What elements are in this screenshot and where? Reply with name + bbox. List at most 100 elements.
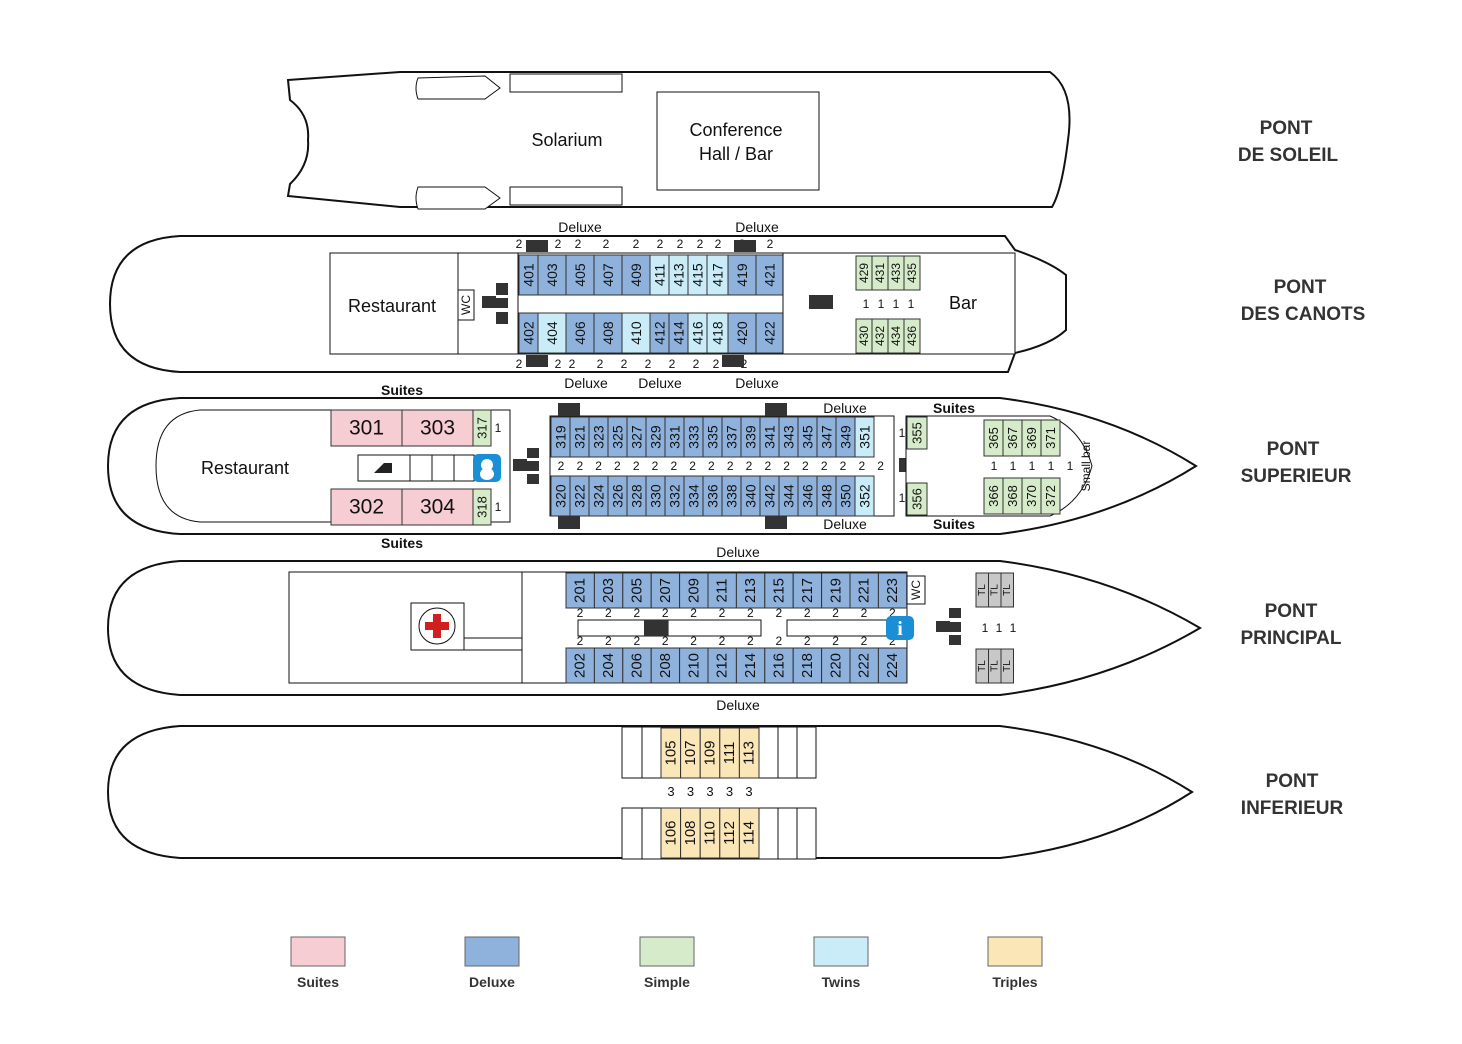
cabin-402[interactable]: 402	[518, 312, 539, 354]
cabin-108[interactable]: 108	[680, 807, 701, 859]
cabin-106[interactable]: 106	[660, 807, 682, 859]
cabin-206[interactable]: 206	[622, 647, 652, 684]
cabin-401[interactable]: 401	[518, 254, 539, 296]
cabin-216[interactable]: 216	[764, 647, 794, 684]
cabin-111[interactable]: 111	[719, 727, 740, 779]
cabin-304[interactable]: 304	[401, 488, 474, 526]
cabin-343[interactable]: 343	[778, 416, 799, 458]
cabin-350[interactable]: 350	[835, 475, 856, 517]
cabin-341[interactable]: 341	[759, 416, 780, 458]
cabin-429[interactable]: 429	[855, 255, 873, 291]
cabin-205[interactable]: 205	[622, 572, 652, 609]
cabin-203[interactable]: 203	[593, 572, 624, 609]
cabin-421[interactable]: 421	[755, 254, 784, 296]
cabin-436[interactable]: 436	[903, 318, 921, 354]
cabin-322[interactable]: 322	[569, 475, 590, 517]
cabin-215[interactable]: 215	[764, 572, 794, 609]
cabin-301[interactable]: 301	[330, 409, 403, 447]
cabin-218[interactable]: 218	[792, 647, 823, 684]
cabin-201[interactable]: 201	[565, 572, 595, 609]
cabin-202[interactable]: 202	[565, 647, 595, 684]
cabin-tl[interactable]: TL	[1000, 572, 1014, 608]
cabin-207[interactable]: 207	[650, 572, 681, 609]
cabin-366[interactable]: 366	[983, 477, 1004, 515]
cabin-404[interactable]: 404	[537, 312, 567, 354]
cabin-419[interactable]: 419	[727, 254, 757, 296]
cabin-105[interactable]: 105	[660, 727, 682, 779]
cabin-339[interactable]: 339	[740, 416, 761, 458]
cabin-406[interactable]: 406	[565, 312, 595, 354]
cabin-tl[interactable]: TL	[975, 572, 989, 608]
cabin-342[interactable]: 342	[759, 475, 780, 517]
cabin-420[interactable]: 420	[727, 312, 757, 354]
cabin-416[interactable]: 416	[687, 312, 708, 354]
cabin-348[interactable]: 348	[816, 475, 837, 517]
cabin-tl[interactable]: TL	[975, 648, 989, 684]
cabin-367[interactable]: 367	[1002, 419, 1023, 457]
cabin-114[interactable]: 114	[738, 807, 760, 859]
cabin-369[interactable]: 369	[1021, 419, 1042, 457]
cabin-351[interactable]: 351	[854, 416, 875, 458]
cabin-321[interactable]: 321	[569, 416, 590, 458]
cabin-tl[interactable]: TL	[988, 648, 1002, 684]
cabin-319[interactable]: 319	[550, 416, 571, 458]
cabin-344[interactable]: 344	[778, 475, 799, 517]
cabin-356[interactable]: 356	[906, 482, 928, 516]
cabin-208[interactable]: 208	[650, 647, 681, 684]
cabin-415[interactable]: 415	[687, 254, 708, 296]
cabin-407[interactable]: 407	[593, 254, 623, 296]
cabin-tl[interactable]: TL	[988, 572, 1002, 608]
cabin-430[interactable]: 430	[855, 318, 873, 354]
cabin-349[interactable]: 349	[835, 416, 856, 458]
cabin-371[interactable]: 371	[1040, 419, 1061, 457]
cabin-334[interactable]: 334	[683, 475, 704, 517]
cabin-219[interactable]: 219	[821, 572, 851, 609]
cabin-302[interactable]: 302	[330, 488, 403, 526]
cabin-320[interactable]: 320	[550, 475, 571, 517]
cabin-418[interactable]: 418	[706, 312, 729, 354]
cabin-112[interactable]: 112	[719, 807, 740, 859]
cabin-435[interactable]: 435	[903, 255, 921, 291]
cabin-323[interactable]: 323	[588, 416, 609, 458]
cabin-347[interactable]: 347	[816, 416, 837, 458]
cabin-346[interactable]: 346	[797, 475, 818, 517]
cabin-370[interactable]: 370	[1021, 477, 1042, 515]
cabin-417[interactable]: 417	[706, 254, 729, 296]
cabin-110[interactable]: 110	[699, 807, 721, 859]
cabin-414[interactable]: 414	[668, 312, 689, 354]
cabin-365[interactable]: 365	[983, 419, 1004, 457]
cabin-403[interactable]: 403	[537, 254, 567, 296]
cabin-324[interactable]: 324	[588, 475, 609, 517]
cabin-326[interactable]: 326	[607, 475, 628, 517]
cabin-213[interactable]: 213	[735, 572, 766, 609]
cabin-340[interactable]: 340	[740, 475, 761, 517]
cabin-372[interactable]: 372	[1040, 477, 1061, 515]
cabin-413[interactable]: 413	[668, 254, 689, 296]
cabin-210[interactable]: 210	[679, 647, 709, 684]
cabin-222[interactable]: 222	[849, 647, 879, 684]
cabin-328[interactable]: 328	[626, 475, 647, 517]
cabin-107[interactable]: 107	[680, 727, 701, 779]
cabin-422[interactable]: 422	[755, 312, 784, 354]
cabin-327[interactable]: 327	[626, 416, 647, 458]
cabin-405[interactable]: 405	[565, 254, 595, 296]
cabin-333[interactable]: 333	[683, 416, 704, 458]
cabin-331[interactable]: 331	[664, 416, 685, 458]
cabin-330[interactable]: 330	[645, 475, 666, 517]
cabin-345[interactable]: 345	[797, 416, 818, 458]
cabin-109[interactable]: 109	[699, 727, 721, 779]
cabin-tl[interactable]: TL	[1000, 648, 1014, 684]
cabin-332[interactable]: 332	[664, 475, 685, 517]
cabin-432[interactable]: 432	[871, 318, 889, 354]
cabin-303[interactable]: 303	[401, 409, 474, 447]
cabin-329[interactable]: 329	[645, 416, 666, 458]
cabin-317[interactable]: 317	[472, 409, 492, 447]
cabin-220[interactable]: 220	[821, 647, 851, 684]
cabin-368[interactable]: 368	[1002, 477, 1023, 515]
cabin-318[interactable]: 318	[472, 488, 492, 526]
cabin-204[interactable]: 204	[593, 647, 624, 684]
cabin-411[interactable]: 411	[649, 254, 670, 296]
cabin-224[interactable]: 224	[877, 647, 908, 684]
cabin-355[interactable]: 355	[906, 416, 928, 450]
cabin-214[interactable]: 214	[735, 647, 766, 684]
